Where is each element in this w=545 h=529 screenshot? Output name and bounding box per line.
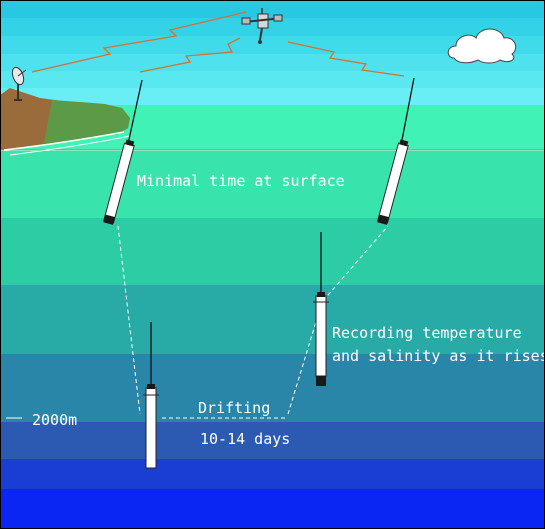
surface-float-left <box>103 139 135 225</box>
drifting-label: Drifting <box>198 399 270 417</box>
surface-label: Minimal time at surface <box>137 172 345 190</box>
float-antennas <box>127 77 415 145</box>
drifting-float <box>143 322 159 469</box>
cloud-icon <box>447 28 517 64</box>
satellite-icon <box>241 8 283 44</box>
recording-label-line1: Recording temperature <box>332 324 522 342</box>
telemetry-signals <box>31 11 405 77</box>
antenna-icon <box>11 66 27 101</box>
float-path <box>117 225 389 419</box>
sky <box>0 0 545 105</box>
depth-label: 2000m <box>32 411 77 429</box>
drift-duration-label: 10-14 days <box>200 430 290 448</box>
rising-float <box>313 232 329 386</box>
recording-label-line2: and salinity as it rises <box>332 347 545 365</box>
coastline <box>0 88 131 156</box>
ocean-layers <box>0 105 545 529</box>
surface-float-right <box>377 139 409 225</box>
